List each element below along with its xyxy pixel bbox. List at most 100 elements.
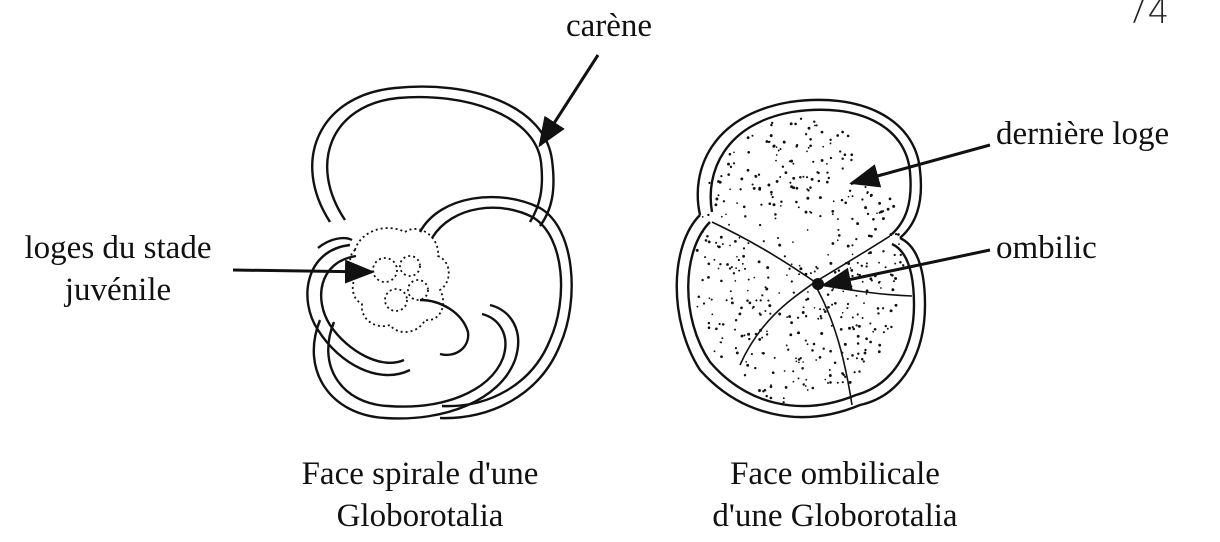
stipple-dot — [898, 243, 900, 245]
stipple-dot — [839, 287, 841, 289]
stipple-dot — [861, 358, 864, 361]
stipple-dot — [821, 159, 824, 162]
stipple-dot — [721, 337, 723, 339]
stipple-dot — [797, 332, 799, 334]
stipple-dot — [874, 228, 877, 231]
stipple-dot — [779, 176, 781, 178]
stipple-dot — [880, 287, 882, 289]
stipple-dot — [766, 333, 768, 335]
stipple-dot — [869, 277, 872, 280]
stipple-dot — [887, 328, 889, 330]
stipple-dot — [858, 370, 860, 372]
stipple-dot — [869, 322, 871, 324]
stipple-dot — [711, 299, 713, 301]
stipple-dot — [764, 389, 767, 392]
stipple-dot — [837, 382, 839, 384]
stipple-dot — [738, 259, 740, 261]
stipple-dot — [811, 349, 814, 352]
label-loges-juvenile-line2: juvénile — [0, 270, 236, 310]
stipple-dot — [878, 344, 881, 347]
stipple-dot — [820, 315, 822, 317]
stipple-dot — [720, 355, 723, 358]
stipple-dot — [819, 215, 821, 217]
stipple-dot — [752, 306, 754, 308]
stipple-dot — [805, 385, 807, 387]
stipple-dot — [704, 256, 706, 258]
stipple-dot — [819, 196, 822, 199]
stipple-dot — [796, 144, 798, 146]
stipple-dot — [838, 269, 840, 271]
stipple-dot — [855, 238, 857, 240]
stipple-dot — [759, 312, 761, 314]
loges-juvenile-arrow — [233, 270, 372, 272]
stipple-dot — [772, 145, 775, 148]
stipple-dot — [743, 205, 746, 208]
stipple-dot — [817, 318, 819, 320]
stipple-dot — [793, 381, 795, 383]
stipple-dot — [812, 161, 814, 163]
stipple-dot — [729, 153, 732, 156]
stipple-dot — [772, 371, 775, 374]
stipple-dot — [765, 288, 768, 291]
stipple-dot — [887, 208, 890, 211]
stipple-dot — [719, 263, 721, 265]
stipple-dot — [823, 309, 825, 311]
stipple-dot — [736, 351, 739, 354]
stipple-dot — [790, 122, 793, 125]
stipple-dot — [865, 265, 867, 267]
stipple-dot — [847, 358, 849, 360]
stipple-dot — [752, 183, 754, 185]
stipple-dot — [801, 367, 804, 370]
stipple-dot — [735, 319, 737, 321]
stipple-dot — [857, 352, 859, 354]
stipple-dot — [785, 386, 788, 389]
stipple-dot — [727, 173, 730, 176]
stipple-dot — [761, 337, 763, 339]
stipple-dot — [899, 261, 902, 264]
stipple-dot — [795, 357, 797, 359]
stipple-dot — [731, 266, 733, 268]
stipple-dot — [792, 241, 794, 243]
stipple-dot — [832, 213, 834, 215]
stipple-dot — [891, 288, 894, 291]
stipple-dot — [798, 206, 800, 208]
stipple-dot — [733, 272, 735, 274]
stipple-dot — [711, 313, 713, 315]
stipple-dot — [844, 343, 847, 346]
stipple-dot — [746, 299, 749, 302]
stipple-dot — [727, 163, 730, 166]
stipple-dot — [861, 198, 863, 200]
stipple-dot — [866, 289, 869, 292]
stipple-dot — [743, 247, 745, 249]
stipple-dot — [879, 281, 881, 283]
stipple-dot — [851, 244, 853, 246]
umbilical-body-outer — [677, 215, 925, 417]
spiral-top-chamber-inner — [327, 97, 542, 222]
stipple-dot — [783, 397, 785, 399]
stipple-dot — [799, 176, 802, 179]
stipple-dot — [806, 151, 808, 153]
stipple-dot — [831, 304, 833, 306]
umbilical-body-inner — [688, 222, 914, 406]
stipple-dot — [863, 302, 865, 304]
stipple-dot — [809, 138, 812, 141]
stipple-dot — [826, 163, 828, 165]
stipple-dot — [893, 280, 895, 282]
juvenile-inner-rings — [373, 256, 428, 311]
stipple-dot — [807, 291, 809, 293]
stipple-dot — [748, 279, 750, 281]
stipple-dot — [790, 185, 793, 188]
stipple-dot — [827, 306, 830, 309]
stipple-dot — [869, 341, 872, 344]
stipple-dot — [805, 299, 807, 301]
stipple-dot — [844, 201, 847, 204]
stipple-dot — [874, 328, 877, 331]
stipple-dot — [788, 315, 791, 318]
stipple-dot — [885, 325, 887, 327]
stipple-dot — [747, 169, 750, 172]
stipple-dot — [841, 199, 844, 202]
stipple-dot — [772, 196, 774, 198]
umbilical-last-chamber-outer — [698, 100, 921, 238]
page-number: 74 — [1126, 0, 1169, 32]
stipple-dot — [837, 239, 839, 241]
